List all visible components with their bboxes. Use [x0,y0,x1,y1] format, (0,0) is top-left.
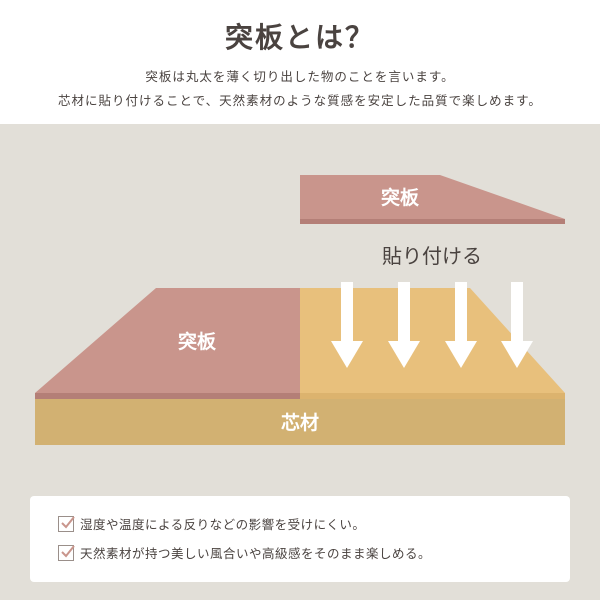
top-veneer-face [300,175,565,219]
down-arrow-1 [331,282,363,368]
veneer-diagram: 突板 貼り付ける 突板 芯材 [35,175,565,445]
benefit-item-1: 湿度や温度による反りなどの影響を受けにくい。 [58,514,365,533]
benefit-text-1: 湿度や温度による反りなどの影響を受けにくい。 [80,517,366,532]
benefit-text-2: 天然素材が持つ美しい風合いや高級感をそのまま楽しめる。 [80,546,432,561]
page-title: 突板とは？ [224,21,375,54]
down-arrow-2 [388,282,420,368]
down-arrow-3 [445,282,477,368]
top-veneer-label: 突板 [381,186,420,209]
attach-label: 貼り付ける [382,244,482,268]
top-veneer-edge [300,219,565,224]
core-label: 芯材 [281,411,319,434]
core-front-face [35,399,565,445]
diagram-area: 突板 貼り付ける 突板 芯材 [0,124,600,600]
check-icon [58,544,75,561]
benefits-card [30,496,570,582]
check-icon [58,515,75,532]
applied-veneer-edge [35,393,300,399]
down-arrow-4 [501,282,533,368]
applied-veneer-label: 突板 [178,330,217,353]
applied-veneer-face [35,288,300,393]
header: 突板とは？ 突板は丸太を薄く切り出した物のことを言います。 芯材に貼り付けること… [0,0,600,124]
top-veneer-sheet: 突板 [300,175,565,224]
core-top-edge [300,393,565,399]
description-line-1: 突板は丸太を薄く切り出した物のことを言います。 [145,69,455,84]
description-line-2: 芯材に貼り付けることで、天然素材のような質感を安定した品質で楽しめます。 [58,93,542,108]
benefit-item-2: 天然素材が持つ美しい風合いや高級感をそのまま楽しめる。 [58,543,431,562]
